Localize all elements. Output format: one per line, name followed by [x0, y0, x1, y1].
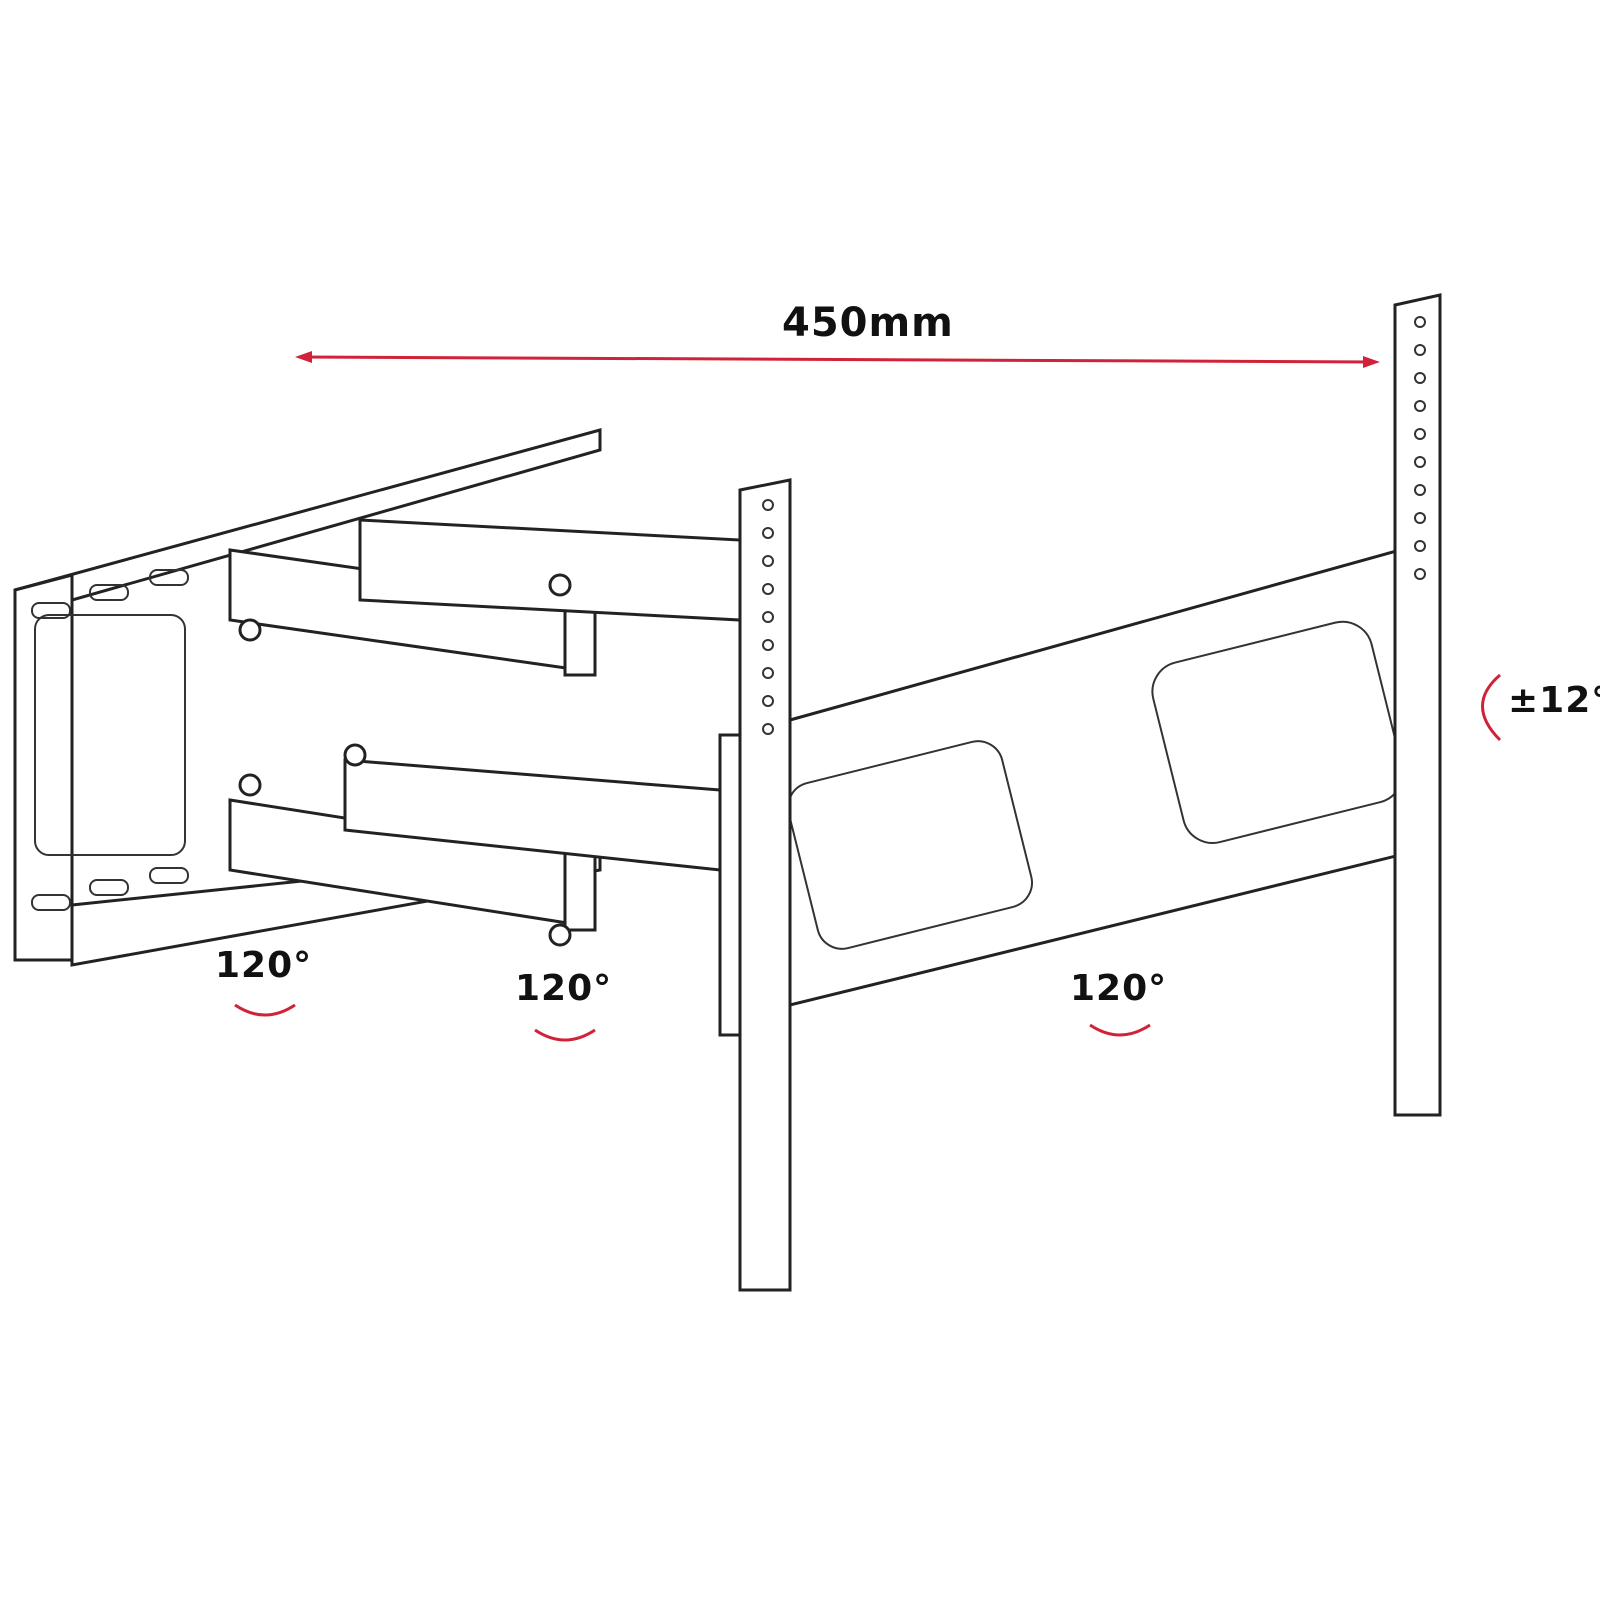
mounting-hole	[762, 667, 774, 679]
mounting-hole	[762, 499, 774, 511]
tilt-label: ±12°	[1508, 680, 1600, 721]
mounting-hole	[762, 723, 774, 735]
mounting-hole	[762, 639, 774, 651]
swivel-arrow-1	[234, 1003, 296, 1017]
mounting-hole	[1414, 372, 1426, 384]
swivel-label-1: 120°	[215, 945, 313, 986]
swing-arms	[228, 518, 742, 947]
swivel-label-2: 120°	[515, 968, 613, 1009]
mounting-hole	[762, 695, 774, 707]
mounting-hole	[1414, 540, 1426, 552]
dimension-label: 450mm	[782, 300, 954, 346]
mounting-hole	[1414, 400, 1426, 412]
mounting-hole	[1414, 512, 1426, 524]
mounting-hole	[762, 555, 774, 567]
mounting-hole	[1414, 428, 1426, 440]
swivel-arrow-2	[534, 1028, 596, 1042]
vesa-rail-right	[1393, 293, 1442, 1117]
tilt-arrow	[1481, 673, 1502, 742]
swivel-arrow-3	[1089, 1023, 1151, 1037]
mounting-hole	[762, 527, 774, 539]
vesa-rail-left	[718, 478, 792, 1292]
mounting-hole	[762, 611, 774, 623]
mounting-hole	[1414, 316, 1426, 328]
dimension-arrow	[295, 351, 1380, 368]
swivel-label-3: 120°	[1070, 968, 1168, 1009]
mounting-hole	[1414, 568, 1426, 580]
extension-arm	[787, 548, 1404, 1007]
mounting-hole	[1414, 344, 1426, 356]
mounting-hole	[1414, 456, 1426, 468]
mounting-hole	[762, 583, 774, 595]
mounting-hole	[1414, 484, 1426, 496]
